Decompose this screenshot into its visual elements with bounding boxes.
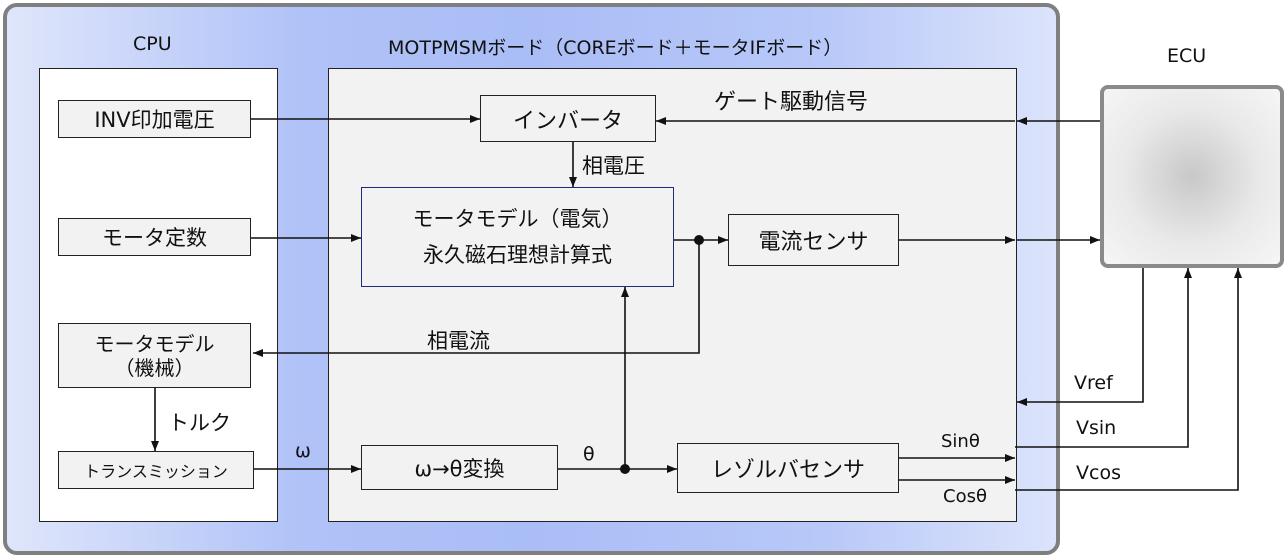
cpu-title: CPU — [133, 33, 172, 55]
motor-model-elec-line2: 永久磁石理想計算式 — [423, 243, 612, 267]
ecu-block — [1100, 85, 1284, 268]
wire-phase-current — [253, 240, 700, 357]
board-title: MOTPMSMボード（COREボード＋モータIFボード） — [388, 37, 843, 59]
omega-label: ω — [295, 440, 311, 462]
vref-label: Vref — [1074, 372, 1113, 394]
motor-constants-label: モータ定数 — [102, 226, 207, 250]
vcos-label: Vcos — [1076, 462, 1121, 484]
cos-theta-label: Cosθ — [943, 486, 987, 507]
current-sensor-block: 電流センサ — [728, 214, 899, 266]
junction-current — [694, 235, 704, 245]
sin-theta-label: Sinθ — [941, 431, 980, 452]
inverter-block: インバータ — [480, 95, 656, 142]
vsin-label: Vsin — [1076, 417, 1117, 439]
transmission-block: トランスミッション — [58, 451, 254, 489]
inv-voltage-label: INV印加電圧 — [94, 108, 215, 132]
omega-theta-label: ω→θ変換 — [414, 456, 505, 481]
motor-constants-block: モータ定数 — [58, 218, 251, 256]
phase-current-label: 相電流 — [427, 329, 490, 353]
phase-voltage-label: 相電圧 — [582, 154, 645, 178]
gate-drive-label: ゲート駆動信号 — [714, 90, 869, 115]
motor-model-mech-line1: モータモデル — [94, 331, 215, 356]
motor-model-elec-block: モータモデル（電気） 永久磁石理想計算式 — [361, 187, 674, 287]
motor-model-mech-block: モータモデル （機械） — [58, 323, 251, 388]
torque-label: トルク — [168, 411, 231, 435]
wire-vsin — [1015, 268, 1192, 448]
wire-vref — [1017, 268, 1144, 406]
omega-theta-block: ω→θ変換 — [361, 445, 558, 490]
resolver-sensor-label: レゾルバセンサ — [710, 458, 865, 483]
junction-theta — [620, 464, 630, 474]
transmission-label: トランスミッション — [84, 462, 228, 481]
resolver-sensor-block: レゾルバセンサ — [677, 443, 899, 493]
inv-voltage-block: INV印加電圧 — [58, 100, 251, 138]
current-sensor-label: 電流センサ — [758, 230, 869, 255]
theta-label: θ — [583, 443, 595, 465]
inverter-label: インバータ — [512, 108, 623, 134]
wire-vcos — [1015, 268, 1242, 491]
motor-model-elec-line1: モータモデル（電気） — [412, 207, 623, 231]
motor-model-mech-line2: （機械） — [114, 355, 195, 380]
ecu-title: ECU — [1167, 45, 1207, 67]
